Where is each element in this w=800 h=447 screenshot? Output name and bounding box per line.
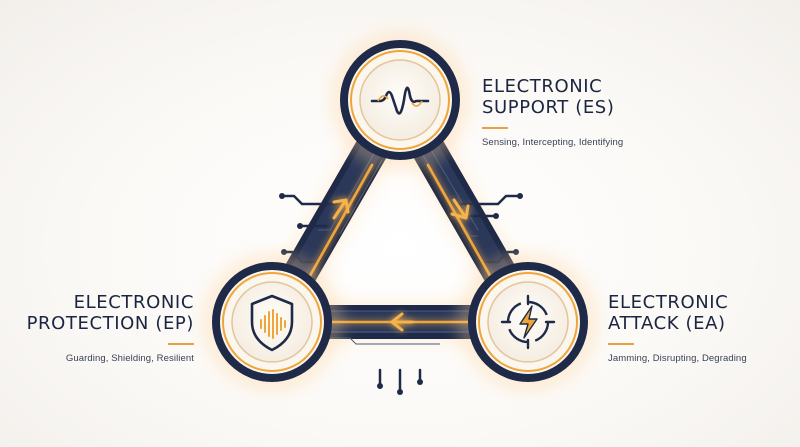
- es-title-line2: SUPPORT (ES): [482, 97, 615, 118]
- node-ea: [461, 255, 595, 389]
- waveform-icon: [370, 86, 430, 115]
- shield-waveform-icon: [250, 294, 294, 352]
- es-divider: [482, 127, 508, 129]
- flow-arrow-ea-to-ep: [390, 312, 414, 332]
- ep-title-line1: ELECTRONIC: [73, 292, 194, 313]
- flow-arrow-es-to-ea: [450, 198, 470, 220]
- ep-title-line2: PROTECTION (EP): [26, 313, 194, 334]
- label-electronic-protection: ELECTRONIC PROTECTION (EP) Guarding, Shi…: [27, 292, 194, 364]
- es-title-line1: ELECTRONIC: [482, 76, 603, 97]
- ep-subtitle: Guarding, Shielding, Resilient: [65, 353, 194, 364]
- ea-subtitle: Jamming, Disrupting, Degrading: [608, 353, 747, 364]
- crosshair-lightning-icon: [500, 294, 556, 350]
- flow-arrow-ep-to-es: [332, 198, 350, 220]
- node-ep: [205, 255, 339, 389]
- node-es: [333, 33, 467, 167]
- es-subtitle: Sensing, Intercepting, Identifying: [482, 137, 624, 148]
- ep-divider: [168, 343, 194, 345]
- label-electronic-support: ELECTRONIC SUPPORT (ES) Sensing, Interce…: [482, 76, 623, 148]
- ea-title-line2: ATTACK (EA): [608, 313, 726, 334]
- label-electronic-attack: ELECTRONIC ATTACK (EA) Jamming, Disrupti…: [608, 292, 747, 364]
- ea-title-line1: ELECTRONIC: [608, 292, 729, 313]
- ea-divider: [608, 343, 634, 345]
